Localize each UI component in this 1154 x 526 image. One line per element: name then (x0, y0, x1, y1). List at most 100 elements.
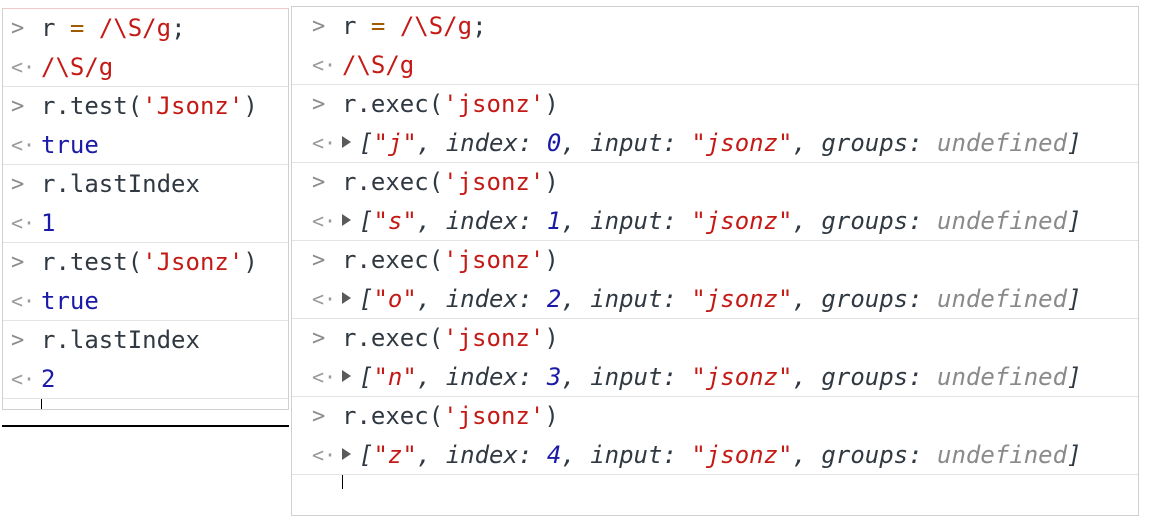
code-token: , index: (416, 285, 547, 313)
triangle-right-icon[interactable] (342, 370, 351, 382)
code-token: , index: (416, 129, 547, 157)
code-token: 3 (546, 363, 562, 391)
code-token: 1 (41, 209, 56, 237)
code-token: "z" (373, 441, 417, 469)
console-input-row: >r.test('Jsonz') (3, 243, 288, 282)
code-token: , groups: (792, 207, 938, 235)
console-output-row: <·/\S/g (3, 48, 288, 87)
code-token: , index: (416, 207, 547, 235)
triangle-right-icon[interactable] (342, 448, 351, 460)
command-text: r.exec('jsonz') (342, 241, 559, 280)
result-text[interactable]: ["j", index: 0, input: "jsonz", groups: … (342, 124, 1082, 163)
code-token: [ (359, 441, 374, 469)
code-token: ] (1067, 441, 1082, 469)
triangle-right-icon[interactable] (342, 214, 351, 226)
code-token: ) (243, 248, 258, 276)
code-token: "jsonz" (691, 129, 793, 157)
console-input-row: >r.exec('jsonz') (292, 163, 1138, 202)
code-token: 1 (546, 207, 562, 235)
command-text: r.lastIndex (41, 321, 200, 360)
code-token: ; (472, 12, 487, 40)
code-token: ) (544, 246, 559, 274)
code-token: /\S/g (342, 51, 415, 79)
console-prompt-line[interactable] (292, 475, 1138, 514)
code-token: , input: (561, 441, 692, 469)
return-arrow-icon: <· (312, 287, 337, 311)
triangle-right-icon[interactable] (342, 136, 351, 148)
console-output-row: <·["s", index: 1, input: "jsonz", groups… (292, 202, 1138, 241)
chevron-right-icon: > (312, 170, 326, 195)
result-text[interactable]: ["o", index: 2, input: "jsonz", groups: … (342, 280, 1082, 319)
code-token: , input: (561, 285, 692, 313)
chevron-right-icon: > (11, 328, 25, 353)
code-token: "jsonz" (691, 363, 793, 391)
result-text[interactable]: ["z", index: 4, input: "jsonz", groups: … (342, 436, 1082, 475)
console-output-row: <·["n", index: 3, input: "jsonz", groups… (292, 358, 1138, 397)
code-token: 'jsonz' (443, 168, 545, 196)
code-token: "jsonz" (691, 441, 793, 469)
console-input-row: > r.exec('jsonz') (292, 319, 1138, 358)
code-token: undefined (937, 207, 1068, 235)
console-prompt-line[interactable] (3, 399, 288, 409)
return-arrow-icon: <· (11, 55, 36, 79)
command-text: r.exec('jsonz') (342, 319, 559, 358)
chevron-right-icon: > (11, 250, 25, 275)
code-token: "j" (373, 129, 417, 157)
console-input-row: > r.lastIndex (3, 165, 288, 204)
code-token: 'jsonz' (443, 324, 545, 352)
console-output-row: <·["j", index: 0, input: "jsonz", groups… (292, 124, 1138, 163)
command-text: r.exec('jsonz') (342, 397, 559, 436)
code-token: 2 (546, 285, 562, 313)
console-input-row: >r.exec('jsonz') (292, 85, 1138, 124)
code-token: [ (359, 207, 374, 235)
code-token: [ (359, 285, 374, 313)
code-token: = (69, 14, 85, 42)
triangle-right-icon[interactable] (342, 292, 351, 304)
code-token: , index: (416, 363, 547, 391)
code-token: , index: (416, 441, 547, 469)
return-arrow-icon: <· (312, 131, 337, 155)
console-input-row: > r.lastIndex (3, 321, 288, 360)
chevron-right-icon: > (11, 172, 25, 197)
code-token: r (342, 12, 371, 40)
chevron-right-icon: > (312, 248, 326, 273)
chevron-right-icon: > (11, 94, 25, 119)
return-arrow-icon: <· (312, 53, 337, 77)
code-token (84, 14, 98, 42)
return-arrow-icon: <· (11, 211, 36, 235)
text-caret (342, 475, 343, 489)
chevron-right-icon: > (312, 92, 326, 117)
result-text: /\S/g (41, 48, 113, 87)
result-text[interactable]: ["n", index: 3, input: "jsonz", groups: … (342, 358, 1082, 397)
console-output-row: <·2 (3, 360, 288, 399)
result-text: /\S/g (342, 46, 414, 85)
command-text: r.lastIndex (41, 165, 200, 204)
code-token: , input: (561, 363, 692, 391)
console-panel-left: >r = /\S/g;<·/\S/g>r.test('Jsonz')<·true… (2, 8, 289, 410)
code-token: r.test( (41, 92, 143, 120)
code-token: [ (359, 129, 374, 157)
code-token: undefined (937, 285, 1068, 313)
return-arrow-icon: <· (312, 443, 337, 467)
code-token: ] (1067, 207, 1082, 235)
console-input-row: >r = /\S/g; (292, 7, 1138, 46)
code-token: 'jsonz' (443, 246, 545, 274)
return-arrow-icon: <· (11, 289, 36, 313)
result-text[interactable]: ["s", index: 1, input: "jsonz", groups: … (342, 202, 1082, 241)
result-text: true (41, 282, 99, 321)
code-token: "jsonz" (691, 285, 793, 313)
chevron-right-icon: > (312, 326, 326, 351)
command-text: r.test('Jsonz') (41, 87, 258, 126)
code-token: r.test( (41, 248, 143, 276)
code-token: ] (1067, 129, 1082, 157)
code-token: r.exec( (342, 324, 444, 352)
command-text: r = /\S/g; (41, 9, 186, 48)
code-token: "o" (373, 285, 417, 313)
code-token: 2 (41, 365, 56, 393)
code-token: 'jsonz' (443, 402, 545, 430)
code-token: true (41, 287, 99, 315)
code-token: /\S/g (41, 53, 114, 81)
code-token: , groups: (792, 363, 938, 391)
code-token: undefined (937, 441, 1068, 469)
console-panel-right: >r = /\S/g;<·/\S/g>r.exec('jsonz')<·["j"… (291, 6, 1139, 516)
